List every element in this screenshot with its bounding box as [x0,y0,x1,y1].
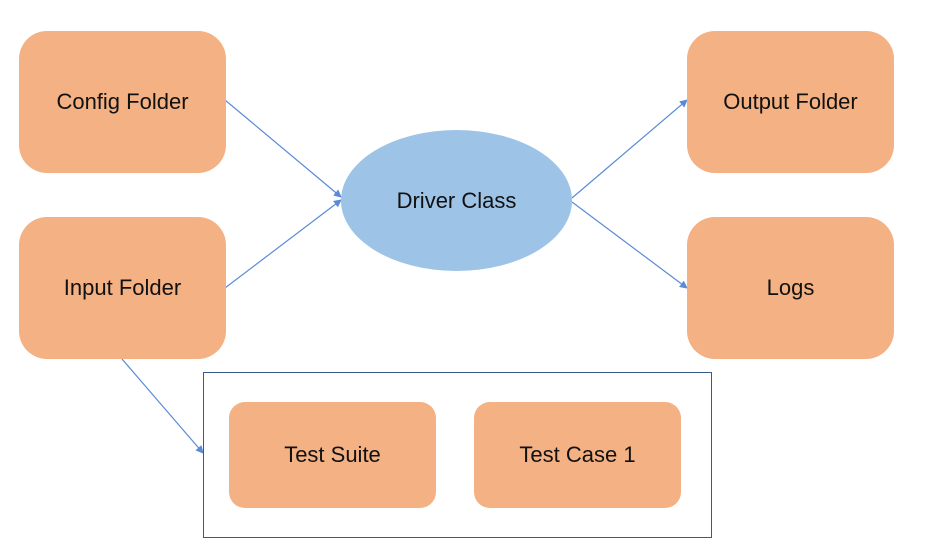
test-suite-label: Test Suite [284,442,381,467]
config-folder-node: Config Folder [19,31,226,173]
driver-class-label: Driver Class [396,187,517,213]
output-folder-label: Output Folder [723,89,858,114]
arrow-input-to-driver [224,199,342,289]
output-folder-node: Output Folder [687,31,894,173]
logs-node: Logs [687,217,894,359]
arrow-config-to-driver [224,99,342,198]
logs-label: Logs [766,275,815,300]
config-folder-label: Config Folder [56,89,189,114]
test-suite-node: Test Suite [229,402,436,508]
arrow-driver-to-output [571,99,688,199]
input-folder-label: Input Folder [63,275,182,300]
test-case-1-label: Test Case 1 [519,442,636,467]
driver-class-node: Driver Class [341,130,572,271]
arrow-input-to-tests [121,358,204,454]
input-folder-node: Input Folder [19,217,226,359]
test-case-1-node: Test Case 1 [474,402,681,508]
arrow-driver-to-logs [571,201,688,289]
test-group-frame [203,372,712,538]
